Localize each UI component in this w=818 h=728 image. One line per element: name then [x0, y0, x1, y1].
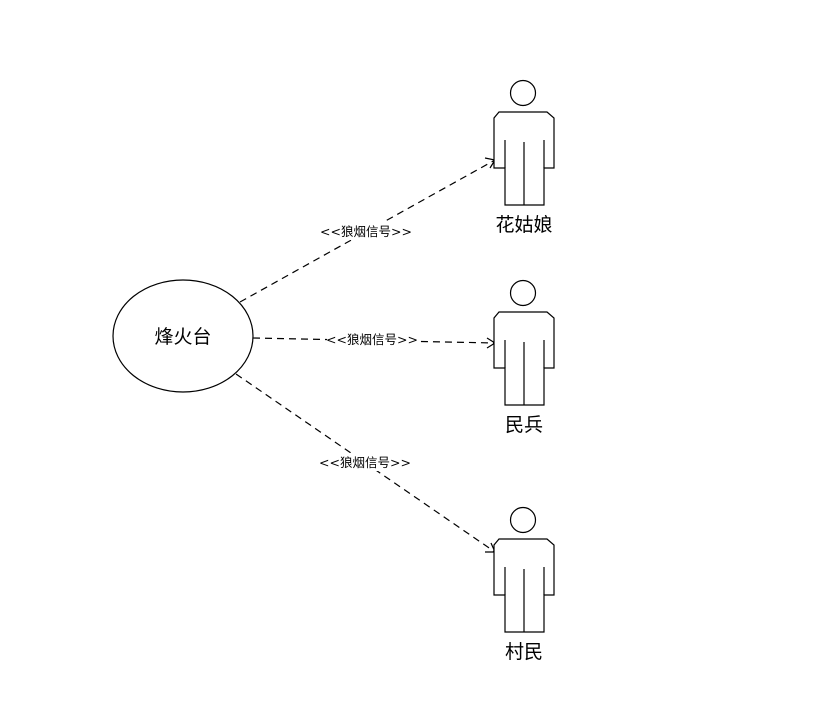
edge-1: <<狼烟信号>> — [239, 157, 496, 303]
actor-figure-icon — [493, 79, 555, 206]
actor-figure-icon — [493, 506, 555, 633]
edge-1-label: <<狼烟信号>> — [320, 224, 412, 239]
actor-figure-icon — [493, 279, 555, 406]
actor-3-label: 村民 — [505, 641, 543, 663]
use-case-ellipse — [112, 279, 254, 393]
edge-3-label: <<狼烟信号>> — [319, 455, 411, 470]
actor-2-label: 民兵 — [505, 414, 543, 436]
edge-2: <<狼烟信号>> — [252, 330, 497, 349]
use-case-label: 烽火台 — [154, 326, 211, 348]
use-case-node[interactable]: 烽火台 — [112, 279, 254, 393]
edge-3: <<狼烟信号>> — [235, 373, 496, 553]
actor-2[interactable]: 民兵 — [493, 279, 555, 437]
actor-3[interactable]: 村民 — [493, 506, 555, 664]
actor-1[interactable]: 花姑娘 — [493, 79, 555, 237]
actor-1-label: 花姑娘 — [495, 214, 552, 236]
edge-2-label: <<狼烟信号>> — [326, 332, 418, 347]
